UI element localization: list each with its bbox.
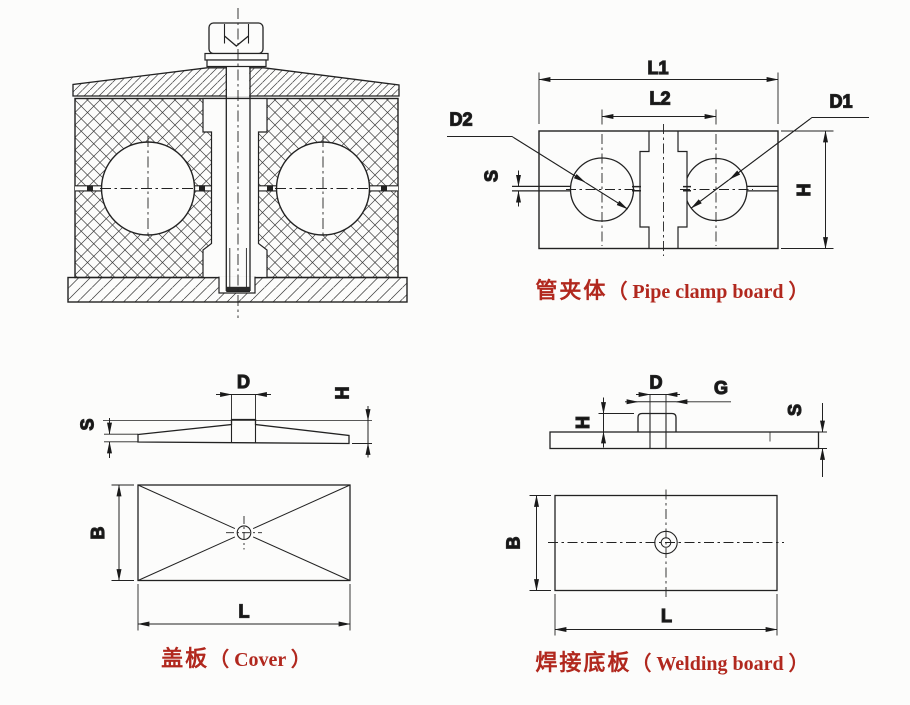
- dim-label-d2: D2: [449, 110, 472, 130]
- clamp-board-centerlines: [566, 124, 753, 256]
- dim-L2: L2: [601, 88, 717, 125]
- clamp-board-title-en: （ Pipe clamp board ）: [607, 281, 809, 303]
- clamp-board-view: L1 L2 D2 D1 S H: [447, 57, 869, 256]
- weld-dim-H: H: [572, 397, 634, 448]
- dim-label-d: D: [650, 373, 663, 393]
- cover-plate-section: [72, 67, 400, 97]
- cover-title: 盖板（ Cover ）: [136, 645, 336, 677]
- cover-dim-B: B: [87, 484, 134, 582]
- dim-label-d: D: [237, 372, 250, 392]
- weld-dim-B: B: [503, 494, 551, 592]
- cover-title-zh: 盖板: [161, 647, 210, 672]
- dim-label-b: B: [504, 537, 524, 550]
- welding-plan-view: B L: [503, 489, 784, 636]
- cover-side-view: D H S: [77, 371, 372, 458]
- dim-D2: D2: [447, 109, 629, 210]
- weld-dim-L: L: [554, 594, 778, 636]
- welding-board-title-zh: 焊接底板: [535, 651, 632, 676]
- dim-label-h: H: [333, 387, 353, 400]
- dim-H-clamp: H: [781, 130, 834, 250]
- dim-label-g: G: [714, 378, 728, 398]
- dim-label-s: S: [78, 418, 98, 430]
- dim-label-l2: L2: [649, 89, 670, 109]
- assembly-section-view: [67, 8, 408, 318]
- dim-S-clamp: S: [481, 169, 539, 207]
- cover-dim-S: S: [77, 418, 138, 458]
- dim-label-b: B: [88, 527, 108, 540]
- welding-side-view: D G H S: [549, 372, 827, 477]
- dim-label-l1: L1: [647, 58, 668, 78]
- cover-title-en: （ Cover ）: [209, 649, 311, 671]
- dim-label-h: H: [794, 184, 814, 197]
- assembly-centerlines: [100, 8, 371, 318]
- weld-dim-D: D: [636, 372, 680, 413]
- cover-dim-D: D: [216, 371, 271, 419]
- cover-dim-H: H: [332, 386, 372, 458]
- weld-dim-S: S: [784, 403, 827, 477]
- clamp-board-title: 管夹体（ Pipe clamp board ）: [502, 277, 842, 309]
- cover-dim-L: L: [137, 584, 351, 631]
- welding-board-title: 焊接底板（ Welding board ）: [517, 649, 827, 681]
- dim-label-h: H: [573, 416, 593, 429]
- dim-label-s: S: [482, 170, 502, 182]
- welding-board-title-en: （ Welding board ）: [631, 653, 809, 675]
- dim-D1: D1: [690, 91, 869, 209]
- dim-label-l: L: [661, 606, 672, 626]
- dim-L1: L1: [538, 57, 779, 124]
- clamp-board-title-zh: 管夹体: [535, 279, 608, 304]
- weld-dim-G: G: [625, 377, 731, 405]
- dim-label-d1: D1: [829, 92, 852, 112]
- bolt-channel-cavity: [202, 97, 268, 294]
- cover-plan-view: B L: [87, 484, 351, 631]
- dim-label-l: L: [239, 602, 250, 622]
- dim-label-s: S: [785, 404, 805, 416]
